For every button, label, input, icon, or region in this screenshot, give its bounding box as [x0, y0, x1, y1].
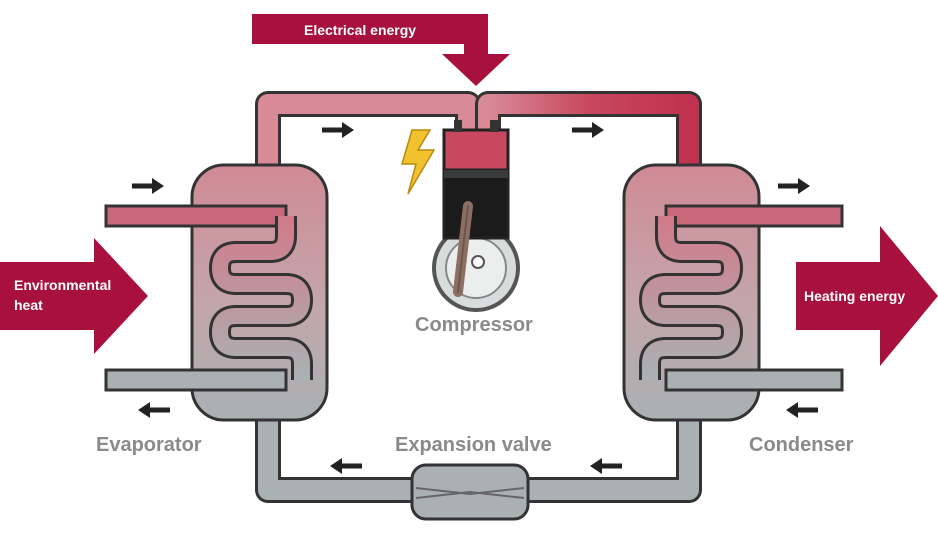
arrow-icon [572, 122, 604, 138]
arrow-icon [330, 458, 362, 474]
condenser-return-pipe [664, 368, 844, 392]
condenser-label: Condenser [749, 434, 854, 456]
environmental-heat-label-line2: heat [14, 297, 43, 313]
lightning-bolt-icon [400, 129, 436, 195]
environmental-heat-label-line1: Environmental [14, 277, 112, 293]
heating-energy-label: Heating energy [804, 288, 906, 304]
arrow-icon [132, 178, 164, 194]
energy-arrows [0, 14, 938, 366]
environmental-heat-arrow [0, 238, 148, 354]
arrow-icon [778, 178, 810, 194]
compressor [432, 120, 520, 312]
evaporator-label: Evaporator [96, 434, 202, 456]
arrow-icon [322, 122, 354, 138]
evaporator [104, 163, 329, 422]
condenser [622, 163, 844, 422]
compressor-piston-head [442, 128, 510, 172]
arrow-icon [786, 402, 818, 418]
evaporator-outlet-pipe [104, 368, 288, 392]
compressor-label: Compressor [415, 314, 533, 336]
flow-arrows [132, 122, 818, 474]
electrical-energy-arrow [252, 14, 510, 86]
expansion-valve [410, 463, 530, 521]
arrow-icon [590, 458, 622, 474]
expansion-valve-label: Expansion valve [395, 434, 552, 456]
heating-energy-arrow [796, 226, 938, 366]
condenser-outlet-pipe [664, 204, 844, 228]
evaporator-inlet-pipe [104, 204, 288, 228]
arrow-icon [138, 402, 170, 418]
electrical-energy-label: Electrical energy [304, 22, 417, 38]
compressor-connecting-rod [453, 201, 473, 297]
